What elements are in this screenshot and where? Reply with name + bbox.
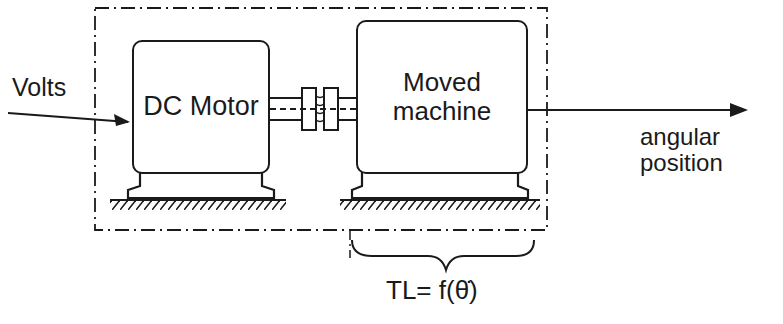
box-text: DC Motor bbox=[143, 92, 259, 122]
signal-label: Volts bbox=[12, 74, 66, 102]
boundary-divider bbox=[349, 230, 351, 258]
shaft bbox=[338, 119, 358, 121]
input-arrow bbox=[8, 113, 128, 122]
motor-box: DC Motor bbox=[132, 40, 270, 174]
output-arrow bbox=[522, 109, 738, 111]
signal-label: angular position bbox=[640, 124, 760, 177]
signal-label: TL= f(θ̇) bbox=[386, 276, 478, 305]
brace bbox=[352, 240, 534, 270]
ground-line bbox=[340, 199, 540, 201]
box-text: Moved machine bbox=[364, 68, 520, 125]
arrowhead bbox=[730, 103, 748, 117]
machine-base bbox=[352, 172, 528, 198]
ground-line bbox=[110, 199, 286, 201]
ground-hatch bbox=[340, 200, 540, 210]
arrowhead bbox=[114, 114, 130, 126]
motor-base bbox=[128, 172, 274, 198]
ground-hatch bbox=[110, 200, 286, 210]
machine-box: Moved machine bbox=[356, 20, 528, 174]
shaft-axis bbox=[270, 108, 356, 110]
shaft bbox=[338, 97, 358, 99]
shaft bbox=[268, 119, 302, 121]
system-boundary bbox=[95, 8, 547, 230]
shaft-connector bbox=[270, 109, 356, 110]
shaft bbox=[268, 97, 302, 99]
